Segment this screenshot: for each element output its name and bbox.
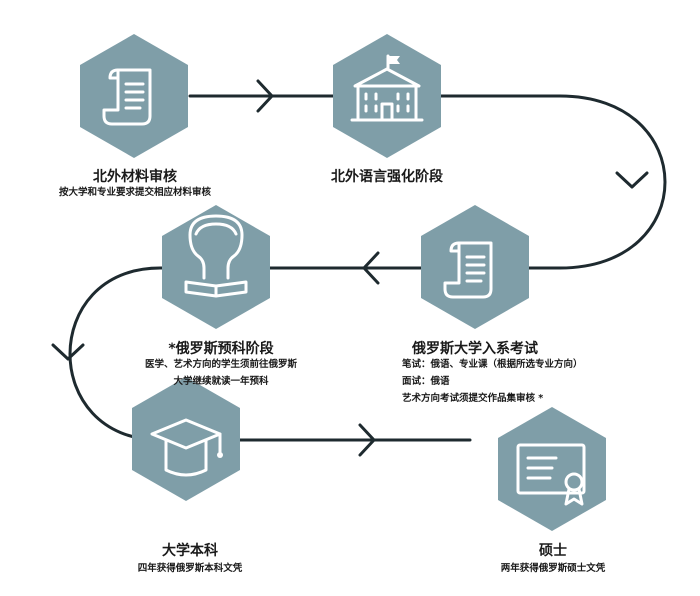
connector-left-curve	[68, 266, 217, 442]
hexagon-bachelor	[132, 377, 240, 501]
step-title-bachelor: 大学本科	[162, 543, 218, 559]
step-desc-russia-entrance-portfolio: 艺术方向考试须提交作品集审核 *	[402, 393, 544, 404]
step-title-russia-prep: *俄罗斯预科阶段	[168, 341, 274, 357]
student-reading-icon	[184, 214, 248, 298]
arrow-down-right	[615, 171, 649, 189]
hexagon-russia-prep	[162, 205, 270, 329]
step-desc-russia-entrance-written: 笔试：俄语、专业课（根据所选专业方向）	[402, 359, 583, 370]
arrow-right-3	[358, 423, 376, 457]
diploma-certificate-icon	[516, 443, 586, 506]
document-icon	[102, 68, 152, 126]
arrow-right-1	[256, 79, 274, 113]
step-title-master: 硕士	[539, 543, 567, 559]
hexagon-bfsu-review	[80, 34, 188, 158]
step-desc-master: 两年获得俄罗斯硕士文凭	[500, 563, 606, 574]
university-building-icon	[350, 54, 424, 122]
step-desc-bachelor: 四年获得俄罗斯本科文凭	[137, 563, 243, 574]
step-desc-russia-prep-line2: 大学继续就读一年预科	[173, 376, 269, 387]
document-icon	[443, 241, 493, 299]
step-title-russia-entrance: 俄罗斯大学入系考试	[412, 341, 538, 357]
hexagon-bfsu-language	[333, 34, 441, 158]
step-desc-russia-prep-line1: 医学、艺术方向的学生须前往俄罗斯	[144, 359, 298, 370]
graduation-cap-icon	[150, 418, 223, 477]
step-title-bfsu-language: 北外语言强化阶段	[331, 169, 443, 185]
step-desc-russia-entrance-interview: 面试：俄语	[402, 376, 450, 387]
step-desc-bfsu-review: 按大学和专业要求提交相应材料审核	[58, 187, 212, 198]
arrow-left-2	[362, 251, 380, 285]
step-title-bfsu-review: 北外材料审核	[93, 169, 177, 185]
arrow-down-left	[51, 343, 85, 361]
hexagon-master	[498, 407, 606, 531]
connector-right-curve	[384, 94, 667, 270]
hexagon-russia-entrance	[421, 205, 529, 329]
